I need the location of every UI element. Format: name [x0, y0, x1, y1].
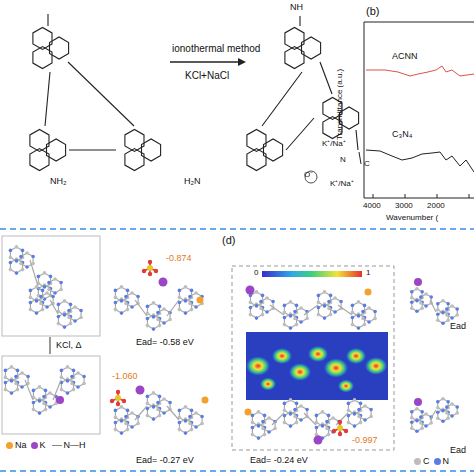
legend-swatch [52, 445, 62, 446]
label: -0.874 [166, 254, 192, 264]
label: C₃N₄ [392, 130, 412, 140]
label: 1 [366, 269, 370, 278]
legend-text: K [40, 440, 46, 450]
label: H₂N [184, 177, 201, 187]
legend-swatch [414, 458, 421, 465]
label: Ead= -0.27 eV [136, 456, 194, 466]
label: Wavenumber ( [386, 214, 438, 223]
label: NH [290, 3, 303, 13]
label: C [364, 160, 370, 169]
label: KCl+NaCl [185, 70, 229, 81]
label: K⁺/Na⁺ [322, 140, 346, 149]
label: 4000 [363, 202, 381, 211]
label: Ead= -0.24 eV [250, 456, 308, 466]
label: N [340, 156, 346, 165]
label: -1.060 [112, 372, 138, 382]
label: Transmittance (a.u.) [336, 69, 345, 140]
legend-text: N [443, 456, 450, 466]
legend-swatch [6, 442, 13, 449]
label: -0.997 [352, 436, 378, 446]
legend-swatch [31, 442, 38, 449]
label: NH₂ [50, 177, 67, 187]
label: (b) [366, 5, 379, 17]
legend: Na K N—H [2, 440, 86, 450]
legend: CN [410, 456, 449, 466]
label: ionothermal method [172, 43, 260, 54]
label: 0 [254, 269, 258, 278]
legend-text: C [423, 456, 430, 466]
label: 2000 [427, 202, 445, 211]
legend-text: N—H [64, 440, 86, 450]
legend-swatch [434, 458, 441, 465]
label: ACNN [392, 52, 418, 62]
label: K⁺/Na⁺ [330, 180, 354, 189]
label: Ead [450, 446, 466, 456]
label: Ead [450, 322, 466, 332]
label: (d) [222, 234, 235, 246]
legend-text: Na [15, 440, 27, 450]
label: KCl, Δ [56, 341, 82, 351]
label: 3000 [395, 202, 413, 211]
label: Ead= -0.58 eV [136, 338, 194, 348]
label: O⁻ [304, 171, 313, 180]
